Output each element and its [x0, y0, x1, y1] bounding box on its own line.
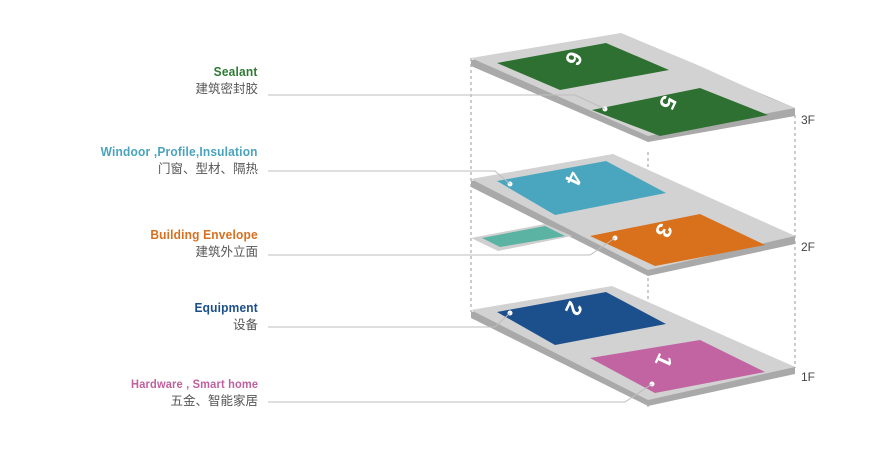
- hall-6-block: [497, 43, 669, 90]
- floor-2f: 4 3: [471, 154, 795, 276]
- hall-5-block: [592, 88, 768, 136]
- legend-cn-envelope: 建筑外立面: [195, 244, 258, 259]
- legend-windoor: Windoor ,Profile,Insulation 门窗、型材、隔热: [87, 144, 258, 178]
- legend-cn-windoor: 门窗、型材、隔热: [157, 161, 258, 176]
- hall-3-block: [590, 214, 765, 266]
- floor-label-1f: 1F: [801, 370, 816, 384]
- legend-equipment: Equipment 设备: [189, 300, 258, 334]
- legend-cn-sealant: 建筑密封胶: [195, 81, 258, 96]
- legend-en-envelope: Building Envelope: [150, 227, 258, 242]
- legend-sealant: Sealant 建筑密封胶: [195, 64, 258, 98]
- legend-en-sealant: Sealant: [214, 64, 258, 79]
- legend-cn-equipment: 设备: [232, 317, 258, 332]
- legend-en-equipment: Equipment: [194, 300, 258, 315]
- leader-lines: [268, 94, 653, 403]
- legend-en-hardware: Hardware , Smart home: [130, 377, 258, 391]
- hall-4-block: [497, 161, 666, 215]
- hall-1-block: [590, 340, 765, 393]
- floor-1f: 2 1: [471, 286, 795, 406]
- legend-hardware: Hardware , Smart home 五金、智能家居: [120, 376, 258, 410]
- legend-cn-hardware: 五金、智能家居: [170, 393, 258, 408]
- floor-label-3f: 3F: [801, 113, 816, 127]
- floor-label-2f: 2F: [801, 240, 816, 254]
- hall-2-block: [497, 292, 666, 345]
- ve-club-block: [482, 226, 565, 247]
- floor-3f: 6 5: [471, 33, 795, 142]
- legend-en-windoor: Windoor ,Profile,Insulation: [100, 144, 258, 159]
- legend-envelope: Building Envelope 建筑外立面: [141, 227, 258, 261]
